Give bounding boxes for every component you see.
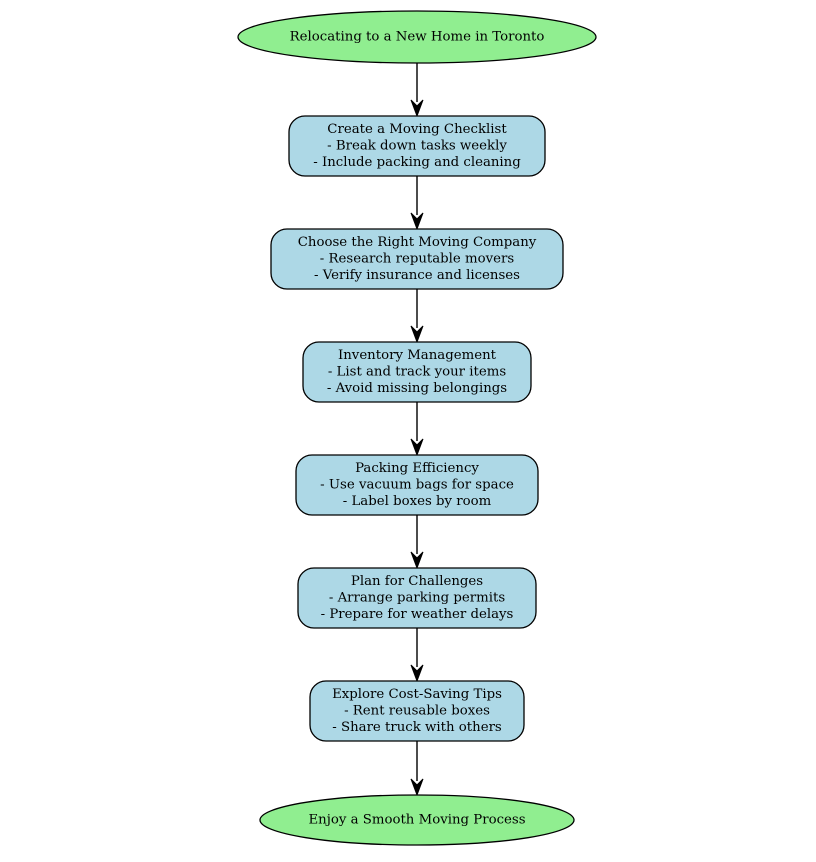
node-title: Choose the Right Moving Company	[298, 235, 537, 250]
node-title: Enjoy a Smooth Moving Process	[308, 813, 525, 828]
node-detail-line: - Share truck with others	[332, 720, 502, 735]
edge-packing-to-challenges	[410, 515, 424, 570]
step-box	[297, 567, 537, 629]
step-box	[309, 680, 525, 742]
node-detail-line: - Avoid missing belongings	[327, 381, 507, 396]
node-cost-saving: Explore Cost-Saving Tips - Rent reusable …	[309, 680, 525, 742]
node-title: Relocating to a New Home in Toronto	[290, 30, 545, 45]
edge-checklist-to-moving-company	[410, 176, 424, 231]
node-title: Plan for Challenges	[351, 574, 483, 589]
edge-inventory-to-packing	[410, 402, 424, 457]
node-detail-line: - Arrange parking permits	[329, 591, 505, 606]
terminal-ellipse	[237, 10, 597, 64]
edges-layer	[410, 63, 424, 797]
terminal-ellipse	[259, 794, 575, 846]
edge-challenges-to-cost-saving	[410, 628, 424, 683]
node-detail-line: - Prepare for weather delays	[321, 607, 514, 622]
step-box	[270, 228, 564, 290]
node-detail-line: - Include packing and cleaning	[313, 155, 521, 170]
node-detail-line: - Label boxes by room	[343, 494, 492, 509]
node-detail-line: - List and track your items	[328, 365, 507, 380]
step-box	[288, 115, 546, 177]
arrow-head	[410, 551, 424, 570]
step-box	[302, 341, 532, 403]
node-detail-line: - Verify insurance and licenses	[314, 268, 520, 283]
edge-cost-saving-to-end	[410, 741, 424, 797]
arrow-head	[410, 664, 424, 683]
arrow-head	[410, 438, 424, 457]
node-detail-line: - Use vacuum bags for space	[320, 478, 514, 493]
node-packing: Packing Efficiency - Use vacuum bags for …	[295, 454, 539, 516]
node-moving-company: Choose the Right Moving Company - Researc…	[270, 228, 564, 290]
arrow-head	[410, 325, 424, 344]
node-title: Packing Efficiency	[355, 461, 479, 476]
node-title: Explore Cost-Saving Tips	[332, 687, 502, 702]
node-inventory: Inventory Management - List and track you…	[302, 341, 532, 403]
node-title: Create a Moving Checklist	[327, 122, 507, 137]
node-detail-line: - Research reputable movers	[320, 252, 515, 267]
node-detail-line: - Rent reusable boxes	[344, 704, 490, 719]
step-box	[295, 454, 539, 516]
edge-start-to-checklist	[410, 63, 424, 118]
edge-moving-company-to-inventory	[410, 289, 424, 344]
node-end: Enjoy a Smooth Moving Process	[259, 794, 575, 846]
arrow-head	[410, 778, 424, 797]
node-checklist: Create a Moving Checklist - Break down ta…	[288, 115, 546, 177]
node-challenges: Plan for Challenges - Arrange parking per…	[297, 567, 537, 629]
arrow-head	[410, 99, 424, 118]
arrow-head	[410, 212, 424, 231]
node-title: Inventory Management	[338, 348, 497, 363]
node-detail-line: - Break down tasks weekly	[327, 139, 507, 154]
nodes-layer: Relocating to a New Home in TorontoCreat…	[237, 10, 597, 846]
node-start: Relocating to a New Home in Toronto	[237, 10, 597, 64]
